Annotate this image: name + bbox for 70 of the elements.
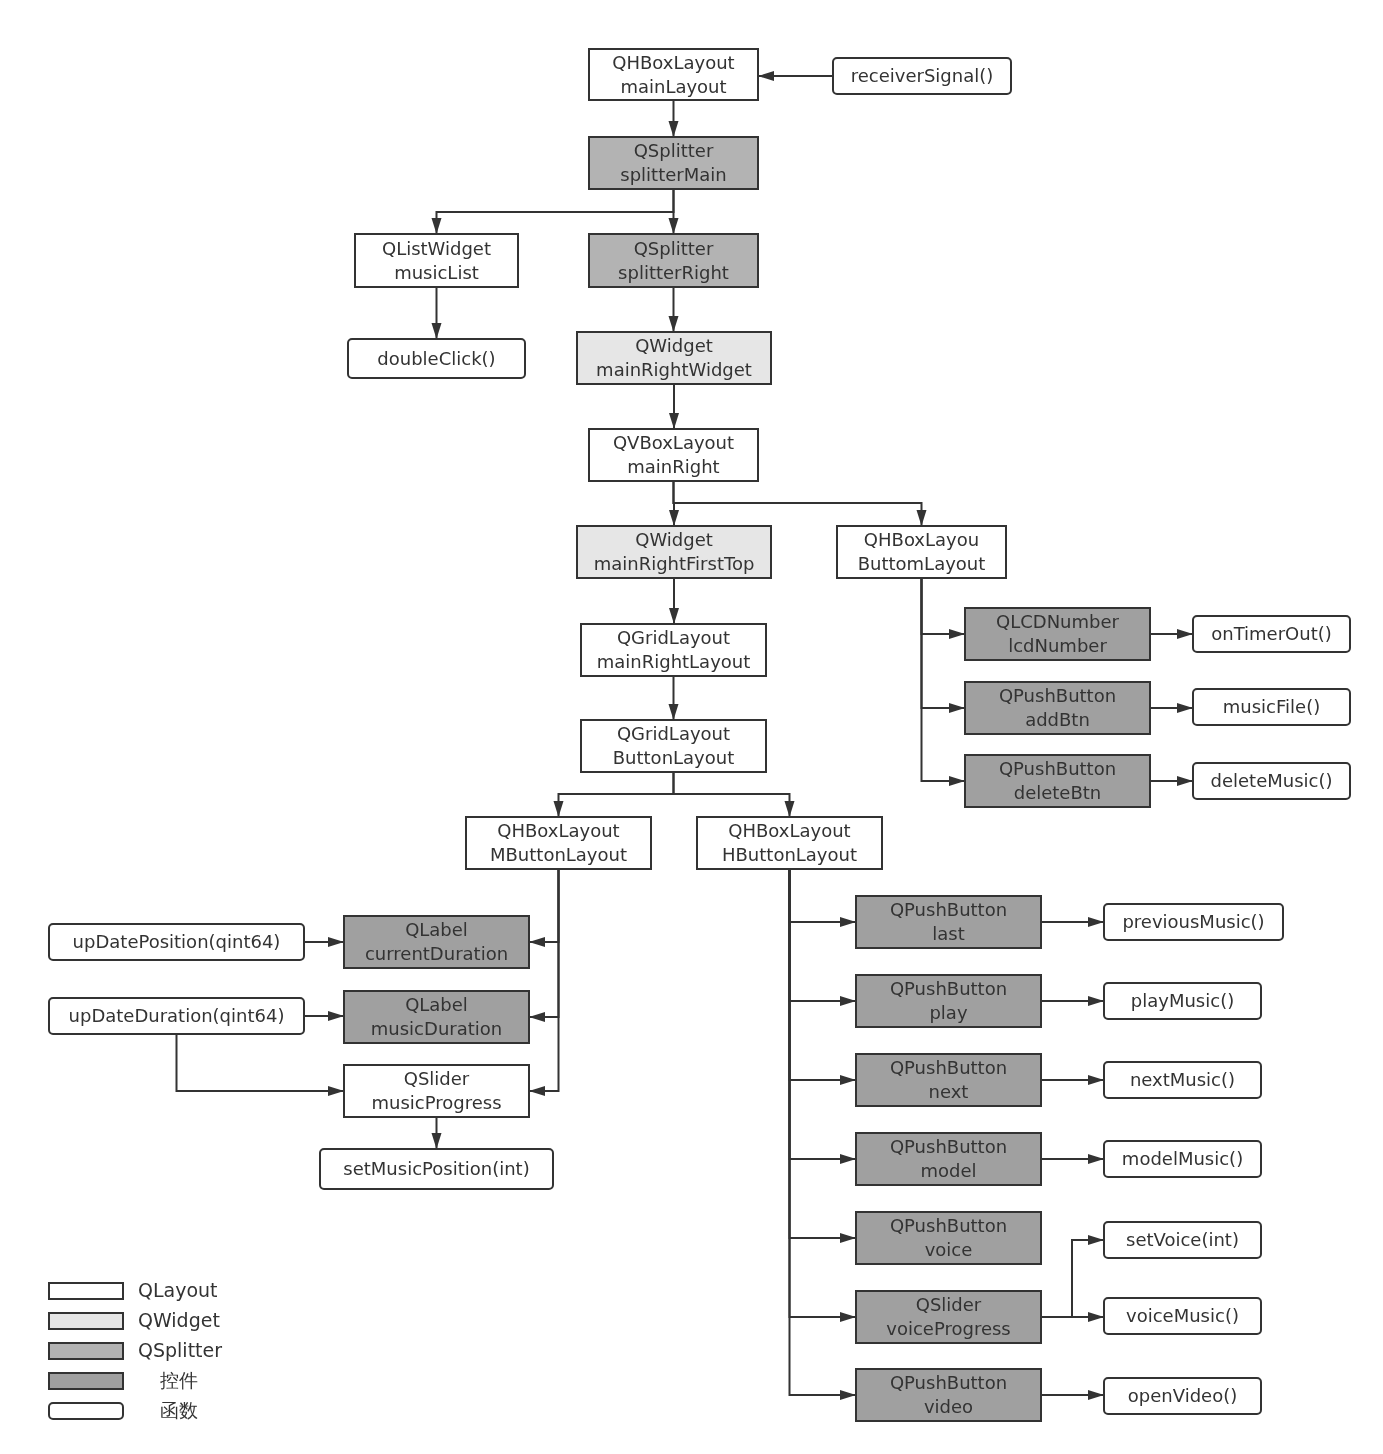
control-box: QPushButton addBtn xyxy=(964,681,1151,735)
arrow xyxy=(1150,629,1193,639)
function-box: previousMusic() xyxy=(1103,903,1284,941)
layout-box: QHBoxLayout MButtonLayout xyxy=(465,816,652,870)
arrow xyxy=(668,676,679,720)
arrow xyxy=(304,937,344,947)
legend-label: QSplitter xyxy=(138,1339,223,1361)
legend-label: QWidget xyxy=(138,1309,220,1331)
function-box: nextMusic() xyxy=(1103,1061,1262,1099)
layout-box: QListWidget musicList xyxy=(354,233,519,288)
arrow xyxy=(1041,917,1104,927)
legend-label: QLayout xyxy=(138,1279,218,1301)
control-box: QPushButton video xyxy=(855,1368,1042,1422)
control-box: QPushButton play xyxy=(855,974,1042,1028)
arrow xyxy=(1150,703,1193,713)
arrow xyxy=(1041,1390,1104,1400)
arrow xyxy=(672,772,795,817)
function-box: onTimerOut() xyxy=(1192,615,1351,653)
arrow xyxy=(669,578,679,624)
function-box: musicFile() xyxy=(1192,688,1351,726)
function-box: voiceMusic() xyxy=(1103,1297,1262,1335)
control-box: QLCDNumber lcdNumber xyxy=(964,607,1151,661)
arrow xyxy=(1041,1312,1104,1322)
arrow xyxy=(669,384,679,429)
layout-box: QHBoxLayout HButtonLayout xyxy=(696,816,883,870)
layout-box: QGridLayout mainRightLayout xyxy=(580,623,767,677)
control-box: QPushButton voice xyxy=(855,1211,1042,1265)
arrow xyxy=(1041,1154,1104,1164)
splitter-box: QSplitter splitterRight xyxy=(588,233,759,288)
arrow xyxy=(431,1117,442,1149)
control-box: QPushButton deleteBtn xyxy=(964,754,1151,808)
arrow xyxy=(1041,1075,1104,1085)
layout-box: QSlider musicProgress xyxy=(343,1064,530,1118)
arrow xyxy=(1150,776,1193,786)
arrow xyxy=(672,481,927,526)
function-box: upDateDuration(qint64) xyxy=(48,997,305,1035)
function-box: setMusicPosition(int) xyxy=(319,1148,554,1190)
arrow xyxy=(529,869,560,1096)
widget-box: QWidget mainRightFirstTop xyxy=(576,525,772,579)
layout-box: QVBoxLayout mainRight xyxy=(588,428,759,482)
arrow xyxy=(758,71,833,81)
arrow xyxy=(1041,996,1104,1006)
arrow xyxy=(431,287,442,339)
control-box: QPushButton last xyxy=(855,895,1042,949)
control-box: QLabel musicDuration xyxy=(343,990,530,1044)
function-box: playMusic() xyxy=(1103,982,1262,1020)
arrow xyxy=(175,1034,344,1096)
arrow xyxy=(668,100,679,137)
control-box: QLabel currentDuration xyxy=(343,915,530,969)
function-box: upDatePosition(qint64) xyxy=(48,923,305,961)
splitter-box: QSplitter splitterMain xyxy=(588,136,759,190)
arrow xyxy=(668,189,679,234)
control-box: QPushButton next xyxy=(855,1053,1042,1107)
function-box: receiverSignal() xyxy=(832,57,1012,95)
function-box: doubleClick() xyxy=(347,338,526,379)
layout-box: QGridLayout ButtonLayout xyxy=(580,719,767,773)
function-box: openVideo() xyxy=(1103,1377,1262,1415)
layout-box: QHBoxLayou ButtomLayout xyxy=(836,525,1007,579)
arrow xyxy=(920,578,965,786)
arrow xyxy=(668,287,679,332)
legend-label: 函数 xyxy=(160,1399,198,1421)
layout-box: QHBoxLayout mainLayout xyxy=(588,48,759,101)
function-box: deleteMusic() xyxy=(1192,762,1351,800)
function-box: setVoice(int) xyxy=(1103,1221,1262,1259)
control-box: QSlider voiceProgress xyxy=(855,1290,1042,1344)
widget-box: QWidget mainRightWidget xyxy=(576,331,772,385)
control-box: QPushButton model xyxy=(855,1132,1042,1186)
arrow xyxy=(304,1011,344,1021)
legend-label: 控件 xyxy=(160,1369,198,1391)
function-box: modelMusic() xyxy=(1103,1140,1262,1178)
